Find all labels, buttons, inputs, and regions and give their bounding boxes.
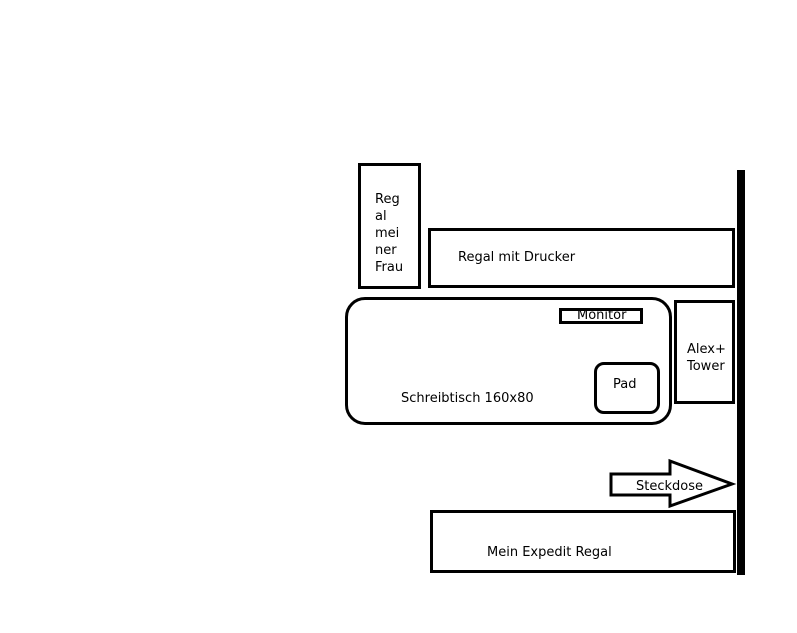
shelf-wife-label-5: Frau: [375, 260, 404, 275]
outlet-label: Steckdose: [636, 479, 703, 494]
wall-line: [737, 170, 745, 575]
pad: Pad: [594, 362, 660, 414]
tower-label-2: Tower: [687, 359, 725, 374]
tower: Alex+ Tower: [674, 300, 735, 404]
shelf-printer-label: Regal mit Drucker: [458, 250, 576, 265]
shelf-wife: Reg al mei ner Frau: [358, 163, 421, 289]
shelf-wife-label-4: ner: [375, 243, 397, 258]
shelf-wife-label-3: mei: [375, 226, 400, 241]
shelf-wife-label-2: al: [375, 209, 387, 224]
tower-label-1: Alex+: [687, 342, 726, 357]
pad-label: Pad: [613, 377, 637, 392]
shelf-printer: Regal mit Drucker: [428, 228, 735, 288]
arrow-shape: [609, 458, 737, 509]
shelf-wife-label-1: Reg: [375, 192, 400, 207]
monitor: Monitor: [559, 308, 643, 324]
expedit-label: Mein Expedit Regal: [487, 545, 612, 560]
expedit-shelf: Mein Expedit Regal: [430, 510, 736, 573]
desk-label: Schreibtisch 160x80: [401, 391, 534, 406]
monitor-label: Monitor: [577, 308, 627, 323]
